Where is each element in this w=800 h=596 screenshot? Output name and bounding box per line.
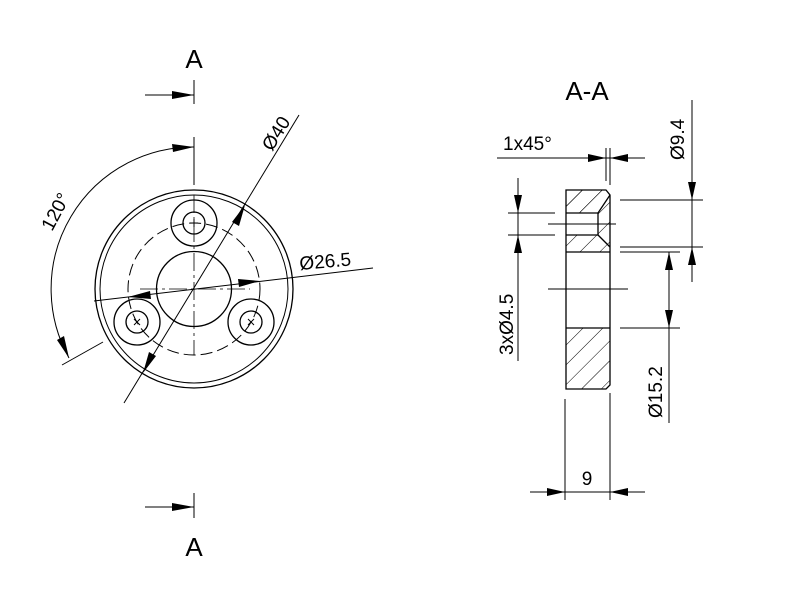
angle-extension-line	[61, 341, 104, 366]
bolt-hole-right	[227, 298, 275, 346]
arrow-head	[514, 195, 522, 213]
dim-outer-diameter: Ø40	[258, 113, 295, 155]
dim-angle: 120°	[38, 190, 75, 235]
countersink-edge	[597, 234, 611, 248]
arrow-head	[128, 291, 151, 299]
outer-circle	[94, 189, 294, 389]
hatch-bottom	[566, 328, 610, 389]
arrow-head	[514, 235, 522, 253]
part-outline	[565, 189, 611, 390]
hatch-top-upper	[566, 190, 610, 213]
arrow-head	[610, 488, 628, 496]
arrow-head	[588, 154, 606, 162]
dim-arc-angle	[50, 146, 195, 359]
dim-counterbore: Ø9.4	[668, 118, 689, 160]
section-label-bottom: A	[185, 532, 203, 562]
arrow-head	[665, 310, 673, 328]
arrow-head	[172, 91, 194, 99]
section-view: A-A 1x45° Ø9.4 3xØ	[497, 76, 703, 500]
arrow-head	[688, 247, 696, 265]
arrow-head	[172, 144, 194, 152]
arrow-head	[688, 182, 696, 200]
dim-bore: Ø15.2	[646, 366, 667, 418]
front-view: A A	[38, 44, 374, 562]
arrow-head	[610, 154, 628, 162]
arrow-head	[57, 336, 69, 358]
arrow-head	[238, 279, 260, 287]
hatch-top-lower	[566, 235, 610, 252]
bolt-hole-left	[113, 298, 161, 346]
section-title: A-A	[565, 76, 609, 106]
countersink-edge	[597, 194, 611, 214]
arrow-head	[665, 252, 673, 270]
arrow-head	[547, 488, 565, 496]
dim-bolt-circle: Ø26.5	[299, 250, 352, 275]
arrow-head	[172, 503, 194, 511]
section-label-top: A	[185, 44, 203, 74]
arrow-head	[232, 205, 245, 226]
arrow-head	[143, 352, 156, 373]
dim-chamfer: 1x45°	[503, 134, 552, 155]
dim-holes: 3xØ4.5	[497, 294, 518, 355]
dim-thickness: 9	[582, 469, 593, 490]
